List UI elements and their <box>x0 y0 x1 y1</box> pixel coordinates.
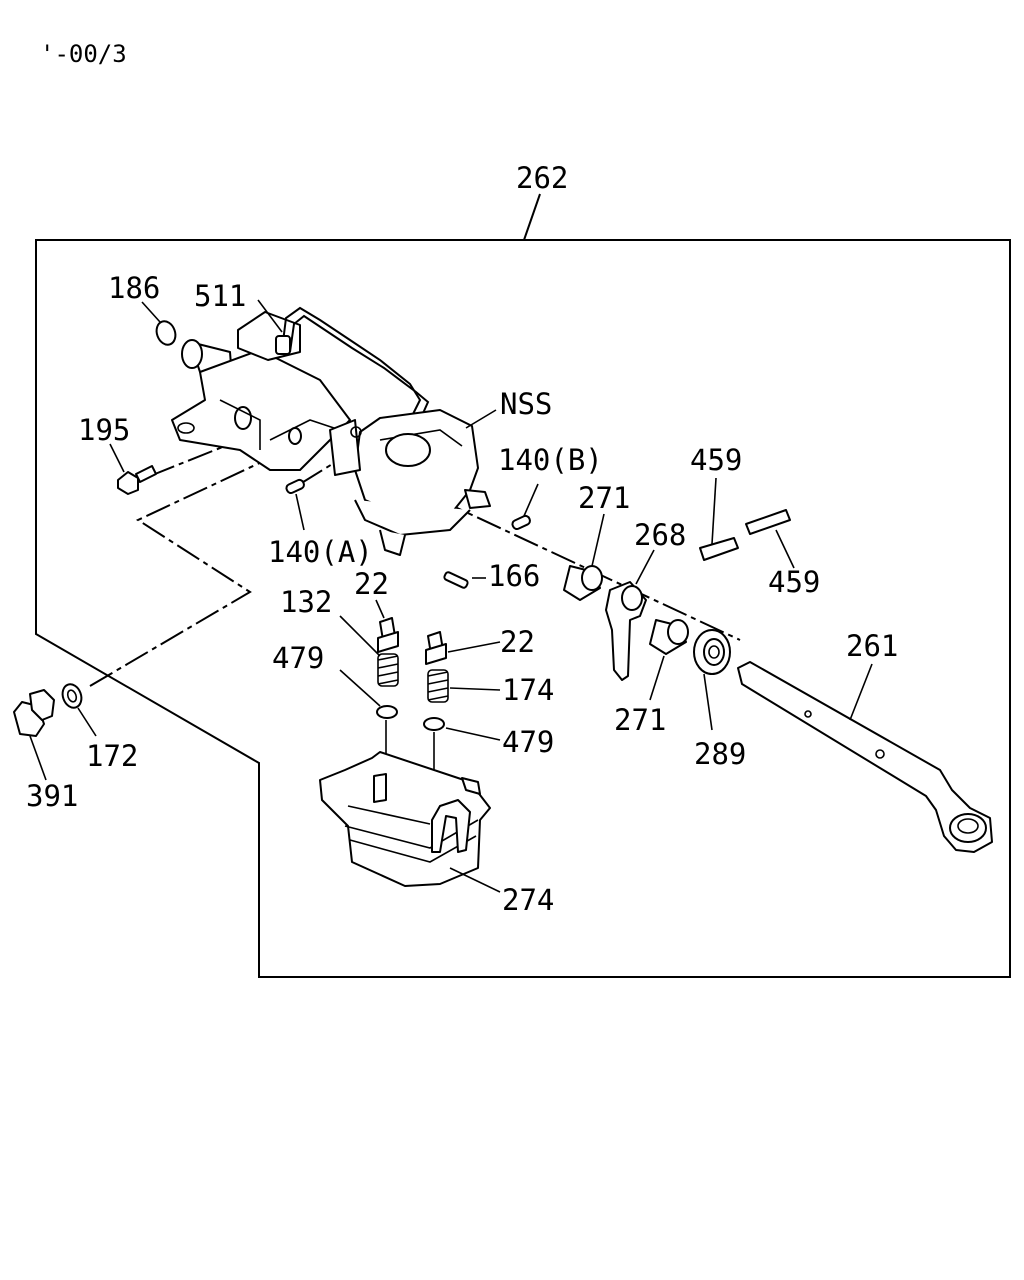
leader-274 <box>449 867 501 893</box>
part-479-oring-left[interactable] <box>376 705 398 719</box>
part-274-cover[interactable] <box>319 751 491 887</box>
part-479-oring-right[interactable] <box>423 717 445 731</box>
label-22-left[interactable]: 22 <box>354 567 389 601</box>
label-274[interactable]: 274 <box>502 883 554 917</box>
label-186[interactable]: 186 <box>108 271 160 305</box>
label-140a[interactable]: 140(A) <box>268 535 373 569</box>
part-174-spring[interactable] <box>427 669 449 703</box>
part-459-pin-lower[interactable] <box>745 509 791 535</box>
leader-289 <box>703 673 713 731</box>
label-166[interactable]: 166 <box>488 559 540 593</box>
part-140b-pin[interactable] <box>511 514 531 531</box>
part-140a-pin[interactable] <box>285 478 305 495</box>
part-271-upper-bushing[interactable] <box>563 565 603 601</box>
part-166-pin[interactable] <box>443 571 469 589</box>
label-268[interactable]: 268 <box>634 518 686 552</box>
label-479-right[interactable]: 479 <box>502 725 554 759</box>
label-195[interactable]: 195 <box>78 413 130 447</box>
leader-268 <box>635 549 655 585</box>
label-262[interactable]: 262 <box>516 161 568 195</box>
centerline-shaft-left <box>149 439 241 477</box>
leader-195 <box>109 443 125 473</box>
leader-479-left <box>339 669 381 707</box>
part-261-shaft[interactable] <box>737 661 993 853</box>
leader-271-lower <box>649 655 665 701</box>
part-172-washer[interactable] <box>59 682 84 711</box>
part-132-spring[interactable] <box>377 653 399 687</box>
leader-186 <box>141 301 161 323</box>
leader-391 <box>29 735 47 781</box>
label-271-lower[interactable]: 271 <box>614 703 666 737</box>
label-459-lower[interactable]: 459 <box>768 565 820 599</box>
leader-479-right <box>445 727 501 741</box>
part-289-bearing[interactable] <box>693 629 731 675</box>
leader-174 <box>449 687 501 691</box>
part-nss-block[interactable] <box>329 409 491 556</box>
leader-262 <box>523 193 541 241</box>
part-22-detent-left[interactable] <box>377 617 399 653</box>
label-nss[interactable]: NSS <box>500 387 552 421</box>
label-459-upper[interactable]: 459 <box>690 443 742 477</box>
part-391-plug[interactable] <box>13 689 55 737</box>
label-172[interactable]: 172 <box>86 739 138 773</box>
label-511[interactable]: 511 <box>194 279 246 313</box>
leader-nss <box>465 409 497 429</box>
leader-172 <box>77 707 97 737</box>
leader-261 <box>849 663 873 721</box>
label-132[interactable]: 132 <box>280 585 332 619</box>
part-shift-housing[interactable] <box>171 311 351 471</box>
diagram-code: '-00/3 <box>40 40 127 68</box>
label-271-upper[interactable]: 271 <box>578 481 630 515</box>
label-140b[interactable]: 140(B) <box>498 443 603 477</box>
leader-459-lower <box>775 529 795 569</box>
leader-132 <box>339 615 381 657</box>
label-261[interactable]: 261 <box>846 629 898 663</box>
label-479-left[interactable]: 479 <box>272 641 324 675</box>
label-22-right[interactable]: 22 <box>500 625 535 659</box>
part-195-bolt[interactable] <box>117 465 157 495</box>
centerline-plug <box>89 443 301 687</box>
leader-140a <box>295 493 305 531</box>
leader-511 <box>257 299 283 333</box>
part-459-pin-upper[interactable] <box>699 537 739 561</box>
part-271-lower-bushing[interactable] <box>649 619 689 655</box>
leader-22-left <box>375 599 385 619</box>
label-289[interactable]: 289 <box>694 737 746 771</box>
label-391[interactable]: 391 <box>26 779 78 813</box>
assembly-boundary <box>35 239 1011 978</box>
part-268-lever[interactable] <box>605 581 647 681</box>
leader-271-upper <box>591 513 605 567</box>
leader-140b <box>523 483 539 517</box>
part-22-detent-right[interactable] <box>425 631 447 665</box>
label-174[interactable]: 174 <box>502 673 554 707</box>
leader-22-right <box>447 641 501 653</box>
part-511-pipe[interactable] <box>275 306 430 421</box>
part-186-cap[interactable] <box>153 319 178 348</box>
leader-459-upper <box>711 477 717 545</box>
